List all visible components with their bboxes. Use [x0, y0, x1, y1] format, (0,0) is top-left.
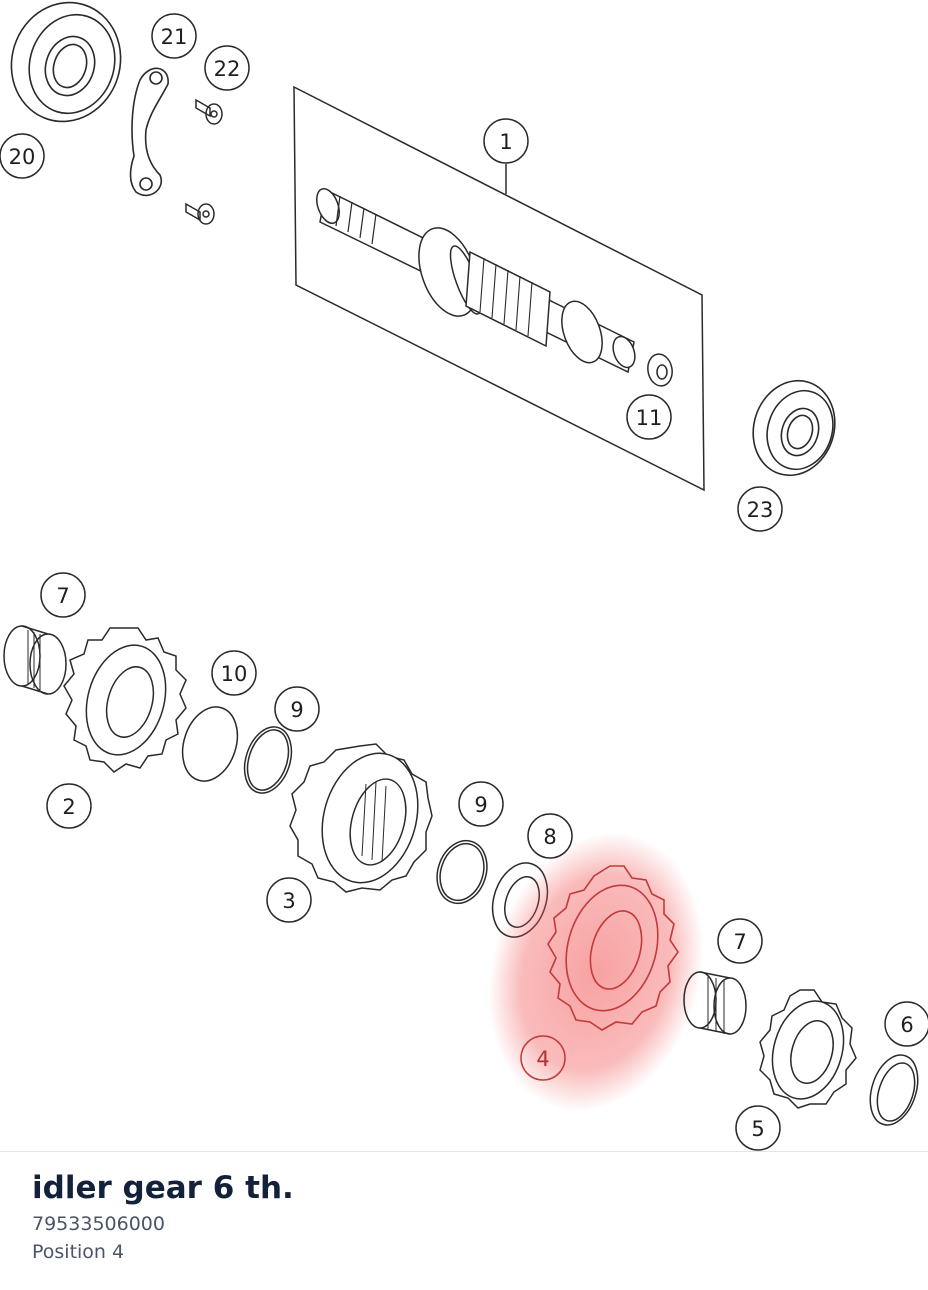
svg-text:21: 21 [161, 25, 188, 49]
washer-6[interactable] [862, 1049, 926, 1131]
svg-text:7: 7 [733, 930, 746, 954]
svg-text:23: 23 [747, 498, 774, 522]
callout-6[interactable]: 6 [884, 1001, 928, 1047]
bearing-23[interactable] [741, 370, 847, 486]
callout-23[interactable]: 23 [737, 486, 783, 532]
washer-10[interactable] [174, 700, 247, 788]
callout-3[interactable]: 3 [266, 877, 312, 923]
callout-20[interactable]: 20 [0, 133, 45, 179]
bracket-21[interactable] [129, 67, 169, 197]
callout-2[interactable]: 2 [46, 783, 92, 829]
svg-text:2: 2 [62, 795, 75, 819]
exploded-parts-diagram: 20 21 22 1 11 23 7 10 9 2 9 8 3 7 6 4 5 [0, 0, 928, 1151]
needle-bearing-11[interactable] [645, 352, 674, 388]
callout-7-left[interactable]: 7 [40, 572, 86, 618]
part-title: idler gear 6 th. [32, 1170, 294, 1206]
svg-text:5: 5 [751, 1117, 764, 1141]
callout-8[interactable]: 8 [527, 813, 573, 859]
main-shaft-1[interactable] [312, 186, 638, 374]
part-number: 79533506000 [32, 1213, 165, 1235]
gear-5[interactable] [759, 989, 857, 1109]
callout-10[interactable]: 10 [211, 650, 257, 696]
gear-3[interactable] [289, 742, 433, 894]
callout-9-left[interactable]: 9 [274, 686, 320, 732]
svg-text:22: 22 [214, 57, 241, 81]
callout-9-right[interactable]: 9 [458, 781, 504, 827]
gear-2[interactable] [63, 627, 187, 773]
callout-1[interactable]: 1 [483, 118, 529, 164]
svg-text:1: 1 [499, 130, 512, 154]
screw-22[interactable] [185, 98, 223, 225]
svg-text:3: 3 [282, 889, 295, 913]
callout-5[interactable]: 5 [735, 1105, 781, 1151]
shaft-group-frame [293, 85, 705, 492]
svg-text:6: 6 [900, 1013, 913, 1037]
selected-part-highlight [488, 832, 704, 1112]
circlip-9-right[interactable] [429, 834, 494, 910]
svg-text:9: 9 [474, 793, 487, 817]
part-info-panel: idler gear 6 th. 79533506000 Position 4 [32, 1166, 892, 1266]
callout-7-right[interactable]: 7 [717, 918, 763, 964]
part-position: Position 4 [32, 1241, 125, 1263]
needle-bearing-7-left[interactable] [3, 625, 67, 695]
callout-22[interactable]: 22 [204, 45, 250, 91]
callout-4[interactable]: 4 [520, 1035, 566, 1081]
svg-text:4: 4 [536, 1047, 549, 1071]
circlip-9-left[interactable] [237, 721, 300, 799]
info-divider [0, 1151, 928, 1152]
svg-text:20: 20 [9, 145, 36, 169]
svg-text:10: 10 [221, 662, 248, 686]
svg-text:8: 8 [543, 825, 556, 849]
idler-gear-4[interactable] [547, 865, 679, 1031]
svg-text:11: 11 [636, 406, 663, 430]
callout-21[interactable]: 21 [151, 13, 197, 59]
svg-text:9: 9 [290, 698, 303, 722]
svg-text:7: 7 [56, 584, 69, 608]
bearing-20[interactable] [0, 0, 136, 136]
needle-bearing-7-right[interactable] [683, 971, 747, 1035]
callout-11[interactable]: 11 [626, 394, 672, 440]
